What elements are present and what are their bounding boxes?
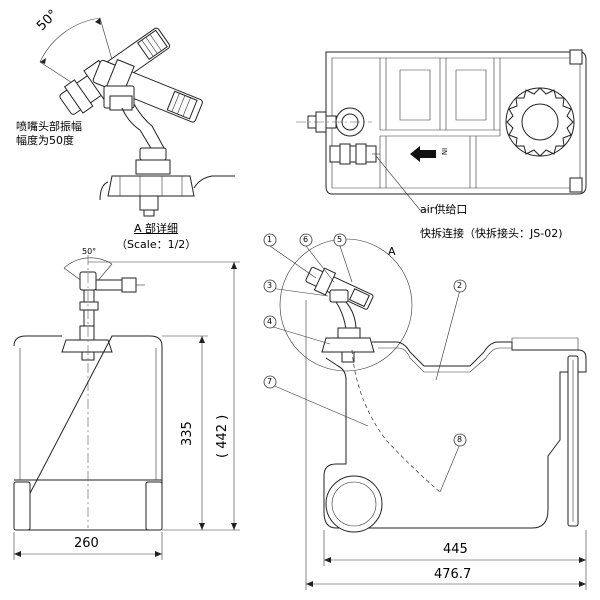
- callout-3: [263, 279, 277, 293]
- front-angle-arc: [63, 257, 113, 269]
- detail-title: A 部详细: [134, 222, 179, 235]
- detail-a-drawing: [39, 17, 235, 217]
- dip-tube: [351, 349, 441, 493]
- callout-4: [263, 315, 277, 329]
- front-width: 260: [74, 536, 99, 551]
- side-view-drawing: [263, 233, 587, 590]
- detail-angle-arc: [39, 17, 101, 63]
- front-view-drawing: [13, 255, 240, 560]
- callout-8: [453, 433, 467, 447]
- callout-7: [263, 375, 277, 389]
- callout-label-6: 6: [303, 235, 309, 244]
- callout-label-2: 2: [457, 281, 463, 290]
- top-cap-icon: [505, 87, 575, 157]
- top-view-drawing: [296, 49, 587, 211]
- callout-label-8: 8: [457, 435, 463, 444]
- callout-1: [263, 233, 277, 247]
- callout-5: [333, 233, 347, 247]
- front-height-inner: 335: [180, 421, 195, 446]
- coupler-label: 快拆连接（快拆接头：JS-02): [420, 227, 563, 240]
- detail-scale: （Scale：1/2）: [116, 238, 197, 251]
- side-width-inner: 445: [443, 542, 468, 557]
- detail-note-line1: 喷嘴头部振幅: [16, 120, 82, 133]
- front-height-outer: ( 442 ): [215, 414, 230, 458]
- callout-label-7: 7: [267, 377, 273, 386]
- callout-label-4: 4: [267, 317, 273, 326]
- callout-label-3: 3: [267, 281, 273, 290]
- wheel-icon: [325, 475, 383, 533]
- section-a-label: A: [388, 245, 396, 258]
- front-angle-label: 50°: [82, 247, 97, 256]
- callout-6: [299, 233, 313, 247]
- callout-label-5: 5: [337, 235, 343, 244]
- detail-note-line2: 幅度为50度: [16, 134, 74, 147]
- top-in-mark: IN: [440, 147, 449, 156]
- callout-2: [453, 279, 467, 293]
- callout-label-1: 1: [267, 235, 273, 244]
- air-inlet-label: air供给口: [420, 203, 468, 216]
- side-width-outer: 476.7: [434, 567, 472, 582]
- air-in-arrow-icon: [410, 146, 436, 162]
